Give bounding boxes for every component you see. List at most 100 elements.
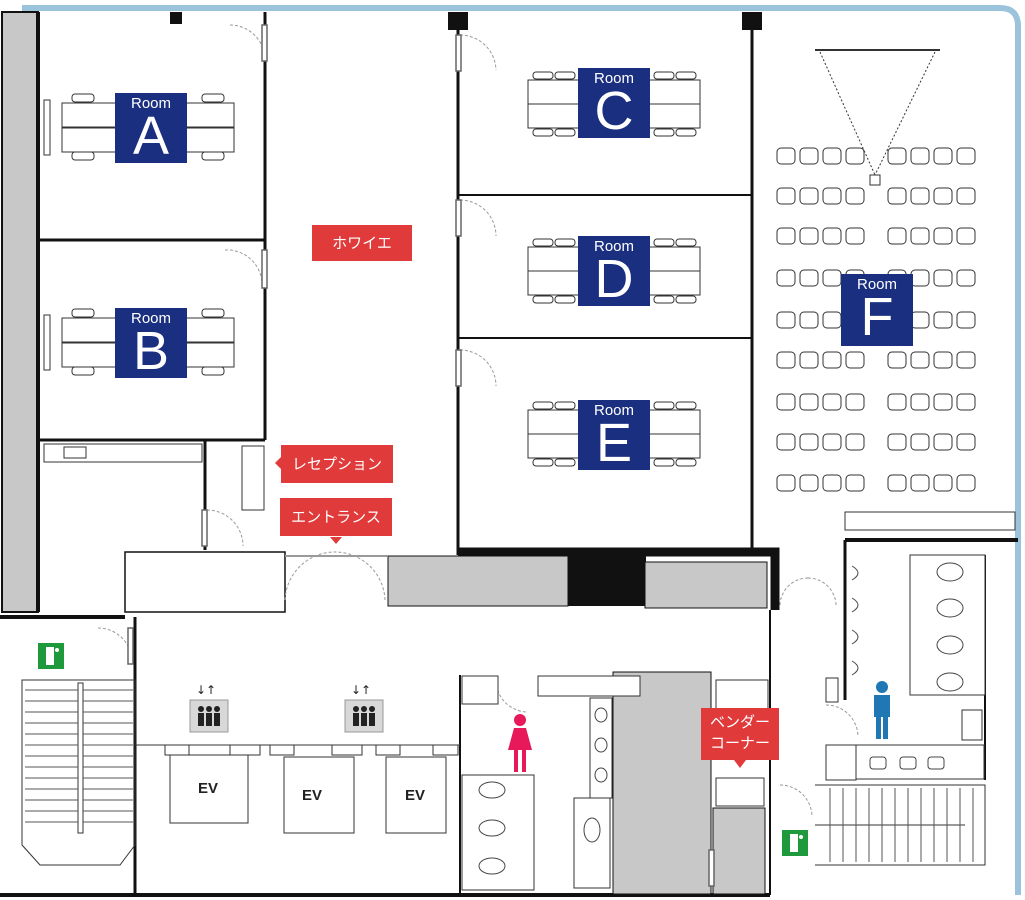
seat bbox=[933, 474, 953, 492]
seat bbox=[776, 187, 796, 205]
toilet-bowl bbox=[583, 817, 601, 843]
room-d-marker[interactable]: Room D bbox=[578, 236, 650, 309]
seat bbox=[933, 147, 953, 165]
sink bbox=[927, 756, 945, 770]
female-restroom-icon bbox=[508, 714, 532, 772]
room-word: Room bbox=[593, 238, 634, 255]
elevator-people-icon bbox=[198, 706, 375, 726]
seat bbox=[910, 227, 930, 245]
seat bbox=[845, 474, 865, 492]
seat bbox=[933, 311, 953, 329]
seat bbox=[799, 187, 819, 205]
seat bbox=[910, 187, 930, 205]
elevator-direction-sign: ↓↑ bbox=[351, 683, 372, 697]
room-b-marker[interactable]: Room B bbox=[115, 308, 187, 381]
chairs bbox=[532, 71, 697, 467]
seat bbox=[822, 351, 842, 369]
left-outer-wall bbox=[1, 11, 39, 613]
shaded-corridor bbox=[712, 807, 766, 895]
vending-label-line1: ベンダー bbox=[709, 713, 770, 731]
stair-steps bbox=[25, 689, 133, 823]
seat bbox=[776, 311, 796, 329]
reception-label[interactable]: レセプション bbox=[281, 445, 393, 483]
seat bbox=[887, 187, 907, 205]
foyer-label[interactable]: ホワイエ bbox=[312, 225, 412, 261]
seat bbox=[822, 227, 842, 245]
seat bbox=[799, 393, 819, 411]
seat bbox=[845, 147, 865, 165]
elevator-shafts bbox=[135, 744, 460, 834]
room-c-marker[interactable]: Room C bbox=[578, 68, 650, 141]
seat bbox=[776, 269, 796, 287]
person-figure bbox=[353, 713, 359, 726]
sink bbox=[63, 446, 87, 459]
room-f-marker[interactable]: Room F bbox=[841, 274, 913, 346]
seat bbox=[933, 227, 953, 245]
reception-counter bbox=[241, 445, 265, 511]
seat bbox=[956, 187, 976, 205]
sink bbox=[594, 767, 608, 783]
wall-post bbox=[170, 12, 182, 24]
person-figure bbox=[206, 706, 212, 712]
urinal bbox=[851, 629, 859, 645]
room-e-marker[interactable]: Room E bbox=[578, 400, 650, 472]
seat bbox=[799, 147, 819, 165]
seat bbox=[933, 351, 953, 369]
seat bbox=[822, 187, 842, 205]
wall-post bbox=[742, 12, 762, 30]
elevator-label[interactable]: EV bbox=[404, 787, 425, 804]
emergency-exit-icon bbox=[38, 643, 64, 669]
seat bbox=[822, 147, 842, 165]
elevator-label[interactable]: EV bbox=[301, 787, 322, 804]
projector-icon bbox=[815, 49, 940, 186]
seat bbox=[933, 187, 953, 205]
person-figure bbox=[361, 706, 367, 712]
stage-counter bbox=[844, 511, 1016, 531]
seat bbox=[887, 147, 907, 165]
elevator-direction-sign: ↓↑ bbox=[196, 683, 217, 697]
shaded-corridor bbox=[612, 671, 712, 895]
seat bbox=[956, 227, 976, 245]
seat bbox=[822, 393, 842, 411]
reception-pointer bbox=[275, 457, 281, 469]
reception-label-text: レセプション bbox=[291, 455, 382, 473]
seat bbox=[845, 351, 865, 369]
seat bbox=[933, 433, 953, 451]
sink bbox=[594, 737, 608, 753]
person-figure bbox=[369, 706, 375, 712]
room-word: Room bbox=[130, 310, 171, 327]
seat bbox=[845, 433, 865, 451]
seat bbox=[822, 311, 842, 329]
room-word: Room bbox=[856, 276, 897, 293]
building-outline bbox=[22, 5, 1021, 895]
seat bbox=[822, 474, 842, 492]
urinal bbox=[851, 597, 859, 613]
seat bbox=[910, 474, 930, 492]
room-letter: D bbox=[594, 249, 634, 309]
room-letter: B bbox=[132, 321, 170, 381]
theater-seating bbox=[776, 147, 976, 492]
entrance-label-text: エントランス bbox=[291, 508, 381, 526]
stairwell-right bbox=[815, 784, 986, 866]
room-a-marker[interactable]: Room A bbox=[115, 93, 187, 165]
person-figure bbox=[214, 706, 220, 712]
toilet-bowl bbox=[936, 598, 964, 618]
toilet-bowl bbox=[478, 857, 506, 875]
toilets bbox=[851, 562, 964, 770]
elevator-label[interactable]: EV bbox=[197, 780, 218, 797]
seat bbox=[776, 433, 796, 451]
seat bbox=[910, 393, 930, 411]
seat bbox=[799, 474, 819, 492]
seat bbox=[799, 269, 819, 287]
person-figure bbox=[369, 713, 375, 726]
toilet-bowl bbox=[936, 635, 964, 655]
core-block bbox=[568, 556, 646, 606]
room-letter: C bbox=[594, 81, 634, 141]
seat bbox=[776, 147, 796, 165]
person-figure bbox=[353, 706, 359, 712]
entrance-label[interactable]: エントランス bbox=[280, 498, 392, 536]
vending-corner-label[interactable]: ベンダー コーナー bbox=[701, 708, 779, 760]
sink bbox=[899, 756, 917, 770]
chairs bbox=[71, 93, 225, 376]
toilet-bowl bbox=[478, 819, 506, 837]
